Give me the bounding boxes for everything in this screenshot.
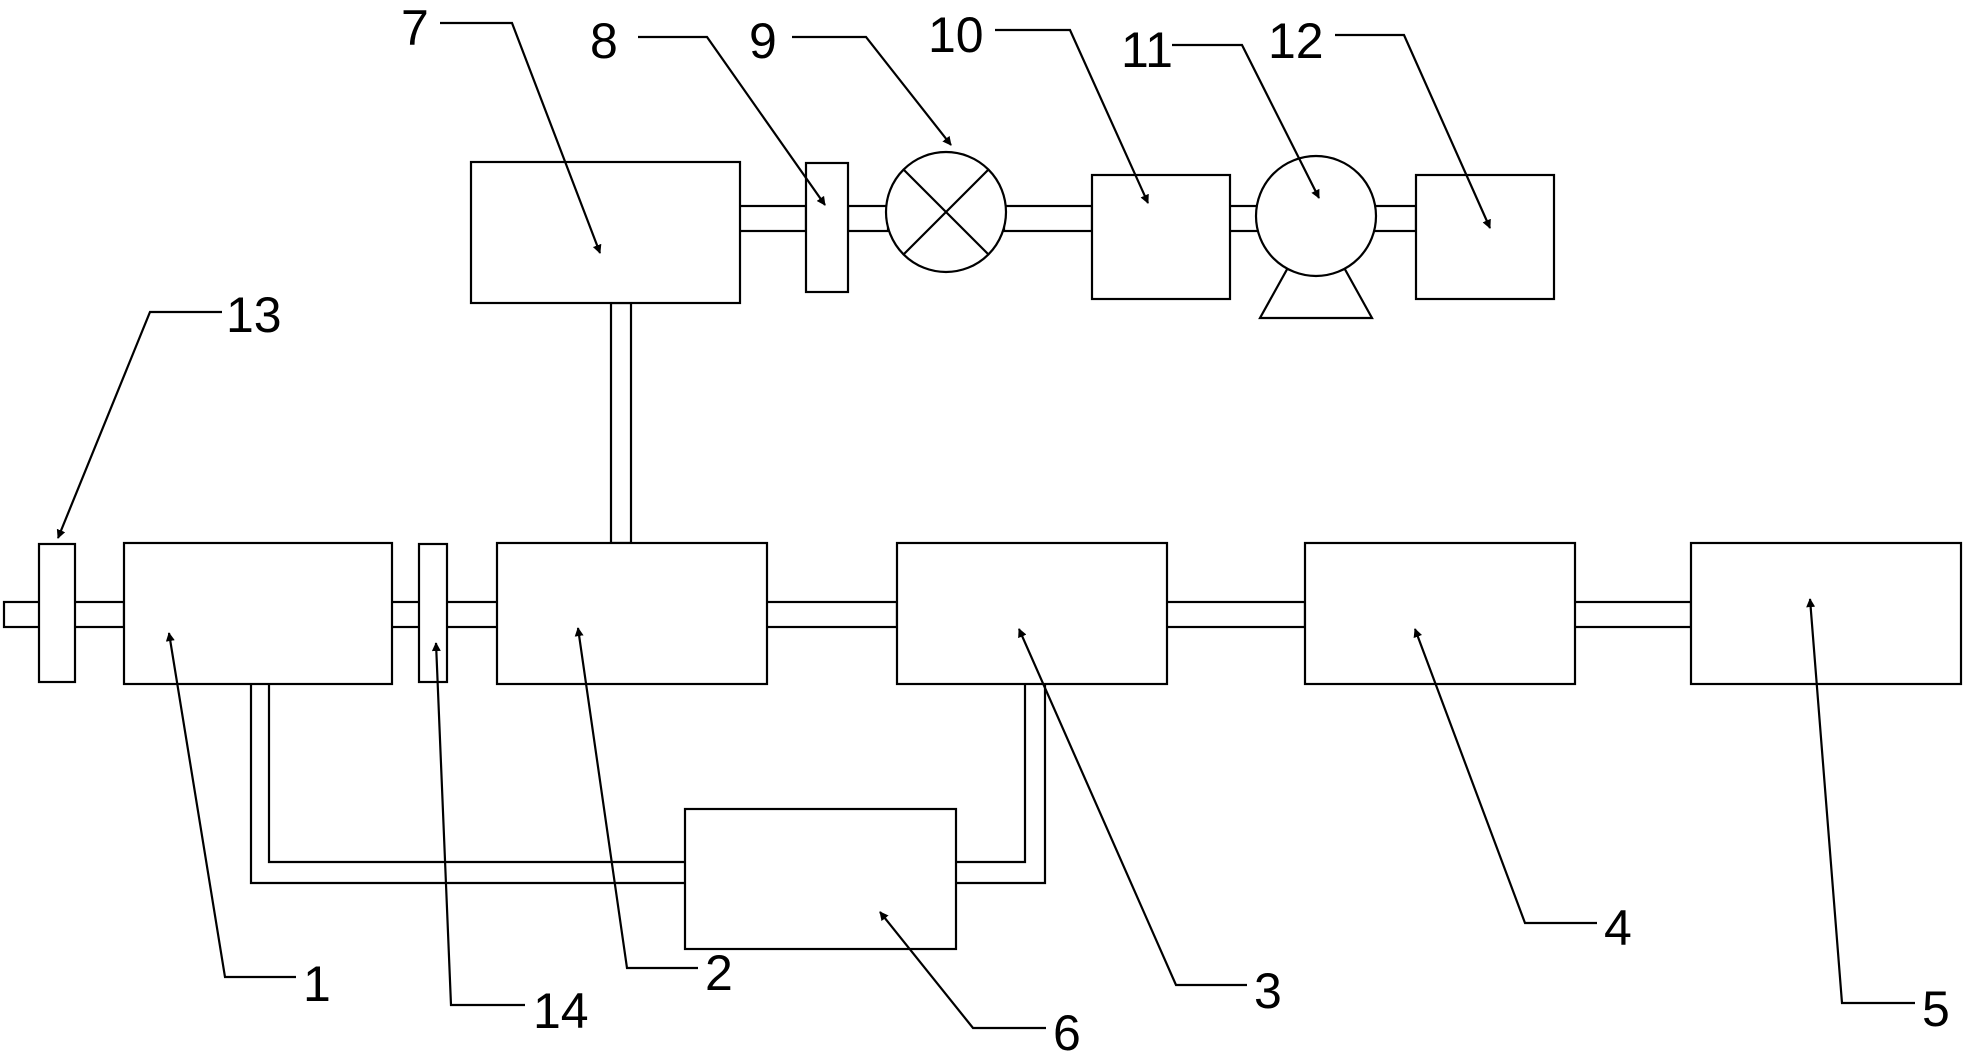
unit-14-flange <box>417 542 449 684</box>
label-2: 2 <box>705 945 733 1001</box>
unit-2 <box>495 541 769 686</box>
pipe-2-7 <box>609 301 633 545</box>
bypass-return-inner <box>956 684 1027 864</box>
bypass-loop-inner <box>267 684 685 864</box>
unit-4 <box>1303 541 1577 686</box>
unit-5 <box>1689 541 1963 686</box>
label-4: 4 <box>1604 900 1632 956</box>
label-14: 14 <box>533 983 589 1039</box>
pipe-3-4 <box>1163 600 1307 629</box>
leader-6 <box>879 911 1046 1030</box>
leader-10 <box>995 28 1150 204</box>
pipe-11-12 <box>1370 204 1418 233</box>
label-12: 12 <box>1268 13 1324 69</box>
label-6: 6 <box>1053 1005 1081 1054</box>
unit-7 <box>469 160 742 305</box>
unit-3 <box>895 541 1169 686</box>
leader-13 <box>56 310 222 539</box>
leader-2 <box>574 627 698 970</box>
leader-14 <box>431 642 525 1007</box>
label-5: 5 <box>1922 981 1950 1037</box>
leader-7 <box>440 21 602 254</box>
label-10: 10 <box>928 7 984 63</box>
leader-12 <box>1335 33 1492 229</box>
label-11: 11 <box>1121 22 1173 78</box>
pipe-10-11 <box>1226 204 1260 233</box>
leader-4 <box>1413 628 1597 925</box>
label-8: 8 <box>590 13 618 69</box>
pipe-7-8 <box>736 204 808 233</box>
leader-3 <box>1017 628 1247 987</box>
valve-9-icon <box>884 150 1008 274</box>
unit-12 <box>1414 173 1556 301</box>
unit-6 <box>683 807 958 951</box>
label-13: 13 <box>226 287 282 343</box>
bypass-return-outer <box>956 684 1047 885</box>
pipe-9-10 <box>1002 204 1094 233</box>
label-7: 7 <box>401 0 429 56</box>
leader-9 <box>792 35 952 146</box>
unit-13-flange <box>37 542 77 684</box>
leader-11 <box>1172 43 1320 199</box>
pipe-14-2 <box>444 600 501 629</box>
pipe-2-3 <box>763 600 899 629</box>
pump-11-icon <box>1254 154 1378 320</box>
pipe-8-9 <box>846 204 890 233</box>
leader-5 <box>1806 598 1915 1005</box>
pipe-4-5 <box>1571 600 1693 629</box>
unit-10 <box>1090 173 1232 301</box>
label-9: 9 <box>749 13 777 69</box>
unit-1 <box>122 541 394 686</box>
label-1: 1 <box>303 956 331 1012</box>
unit-8-flange <box>804 161 850 294</box>
leader-1 <box>165 632 296 979</box>
leader-8 <box>638 35 826 206</box>
label-3: 3 <box>1254 963 1282 1019</box>
bypass-loop-outer <box>249 684 685 885</box>
